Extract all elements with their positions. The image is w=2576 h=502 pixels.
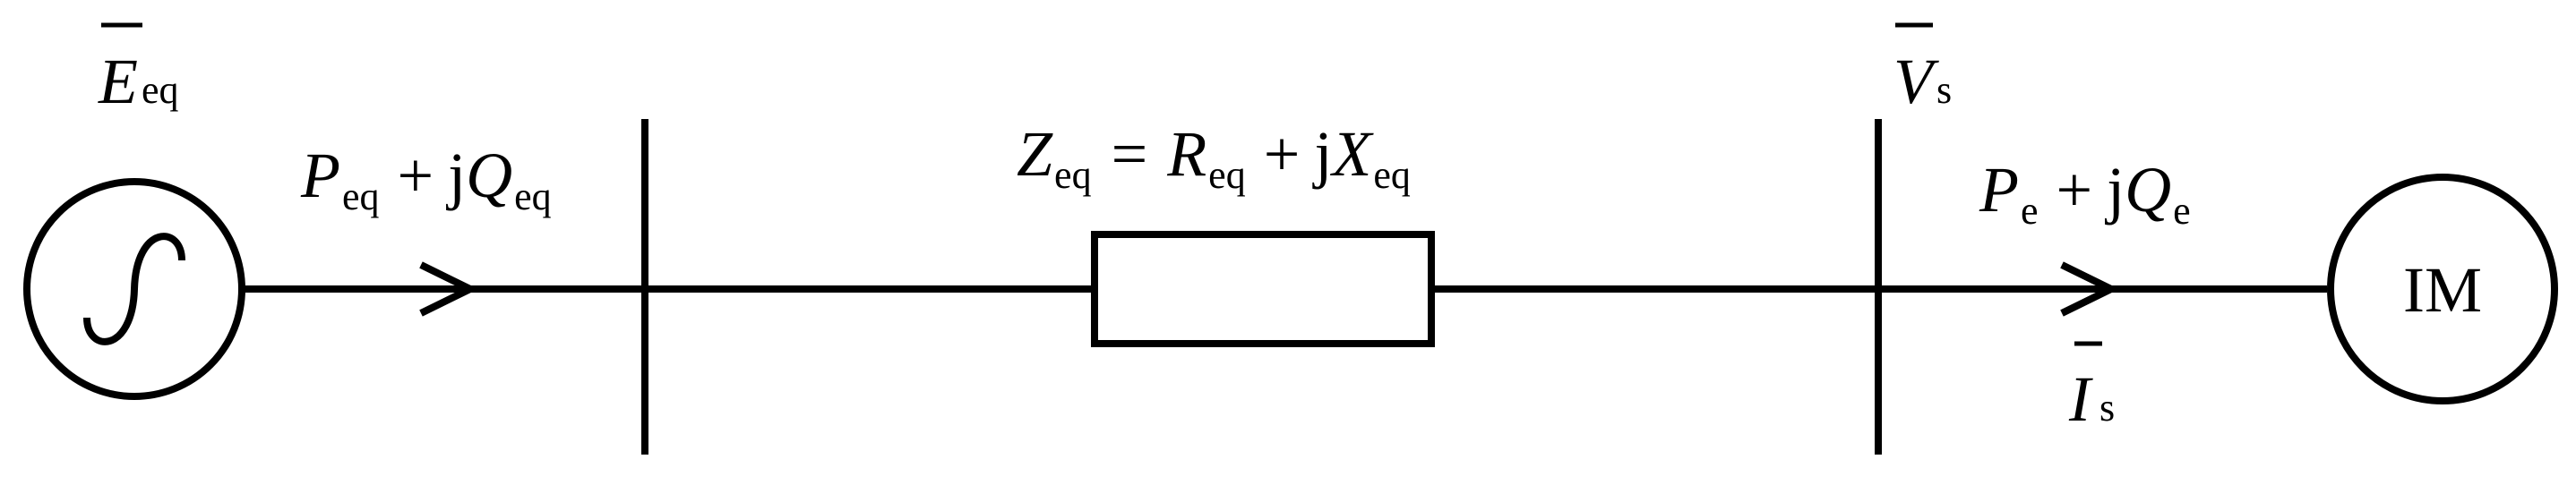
input-power-flow-label: Peq+jQeq [300,140,552,218]
induction-motor-label: IM [2403,254,2482,326]
flow-out-arrow-icon [2060,261,2120,317]
induction-motor-circle [2327,174,2558,404]
source-emf-label: Eeq [98,46,179,117]
output-power-flow-label: Pe+jQe [1979,154,2191,233]
ac-sine-source-icon [83,233,185,345]
impedance-label: Zeq=Req+jXeq [1017,118,1411,197]
impedance-box [1091,231,1435,347]
bus-voltage-label: Vs [1893,46,1952,117]
